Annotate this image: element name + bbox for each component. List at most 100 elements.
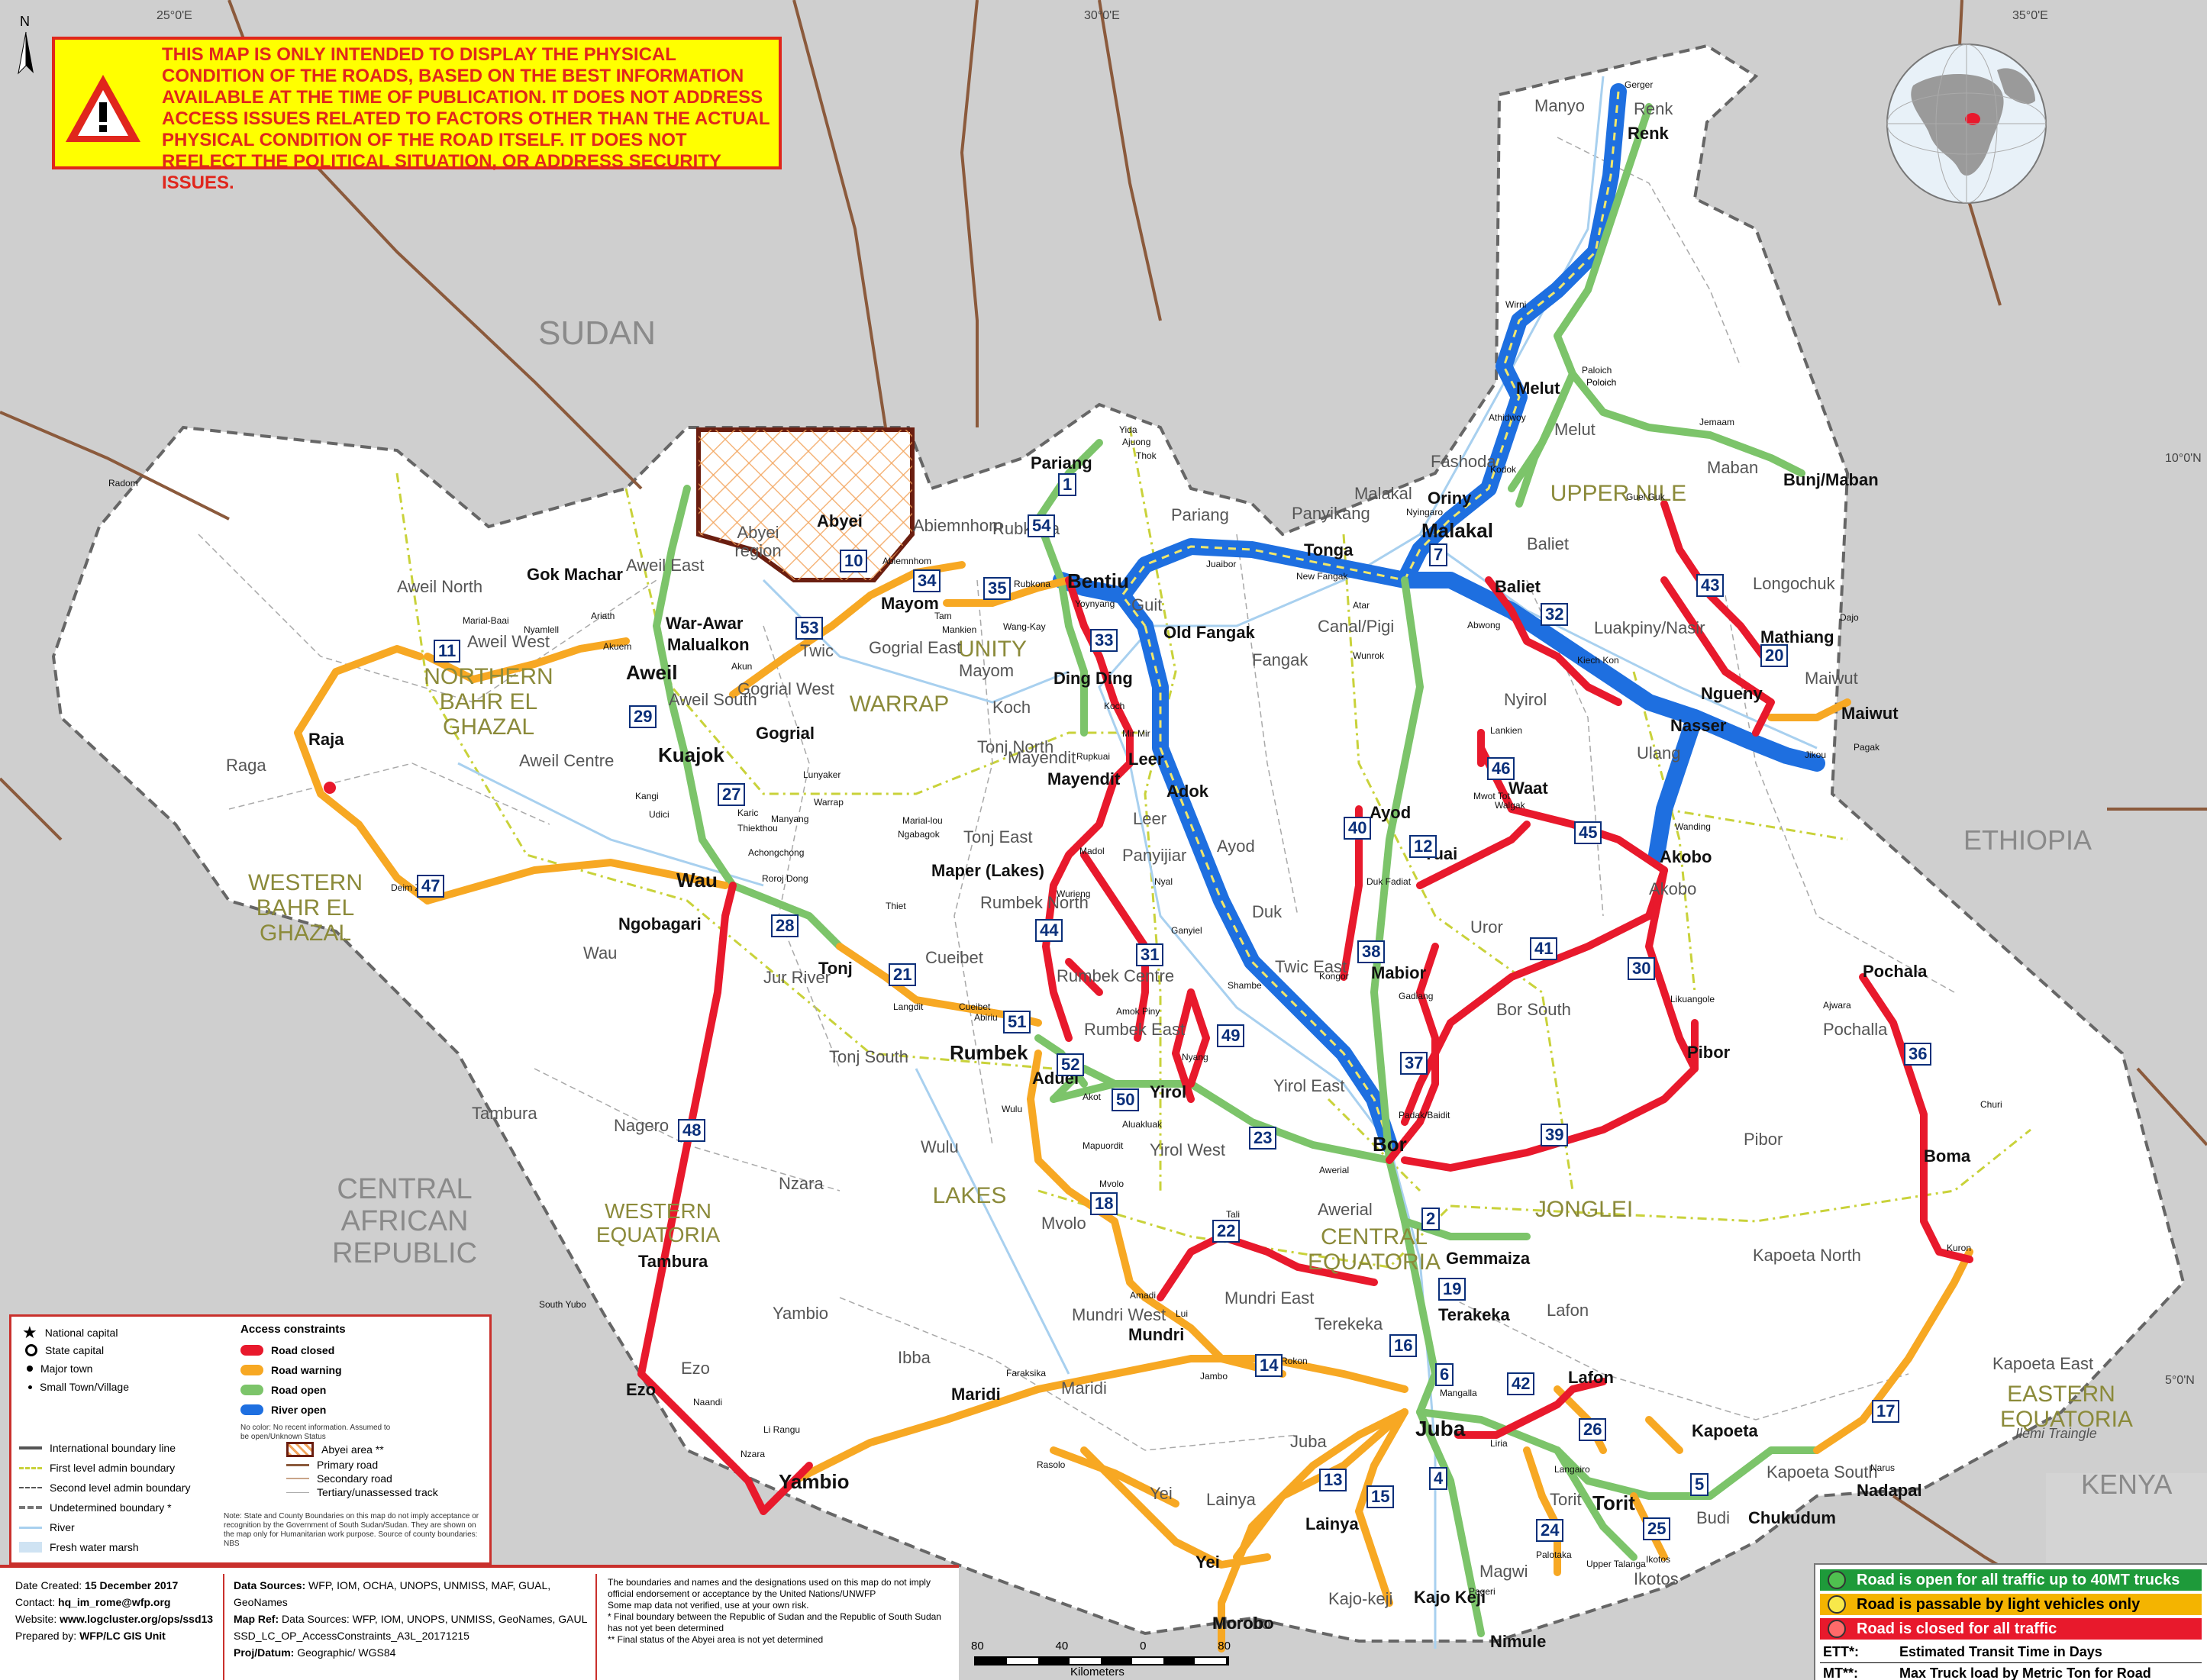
town-label: Pageri (1469, 1586, 1496, 1597)
town-label: Li Rangu (763, 1424, 801, 1435)
ilemi-label: Ilemi Traingle (2015, 1426, 2097, 1441)
town-label: Nyal (1154, 876, 1173, 887)
town-label: Achongchong (748, 847, 805, 858)
town-label: New Fangak (1296, 571, 1348, 582)
town-label: Nadapal (1857, 1481, 1922, 1500)
county-label: Yambio (773, 1304, 828, 1323)
town-label: Gok Machar (527, 565, 623, 584)
disclaimer-warning-box: THIS MAP IS ONLY INTENDED TO DISPLAY THE… (52, 37, 782, 193)
county-label: Kapoeta North (1753, 1246, 1861, 1265)
road-id-badge: 35 (983, 577, 1012, 600)
road-id-badge: 15 (1366, 1485, 1395, 1508)
town-label: Langdit (893, 1001, 924, 1012)
town-label: Mabior (1371, 963, 1427, 982)
county-label: Mundri West (1072, 1305, 1166, 1324)
roads-closed (637, 500, 1973, 1515)
town-label: Ezo (626, 1380, 657, 1399)
town-label: Tambura (638, 1252, 708, 1271)
state-label: CENTRAL EQUATORIA (1308, 1224, 1441, 1275)
county-label: Abiemnhom (913, 516, 1003, 535)
town-label: Ding Ding (1053, 669, 1133, 688)
town-label: War-Awar (666, 614, 744, 633)
town-label: Pibor (1687, 1043, 1731, 1062)
town-label: Abiemnhom (882, 556, 932, 566)
county-label: Canal/Pigi (1318, 617, 1395, 636)
town-label: Naandi (693, 1397, 723, 1408)
town-label: Wurieng (1057, 888, 1091, 899)
town-label: Wau (676, 869, 718, 892)
road-id-badge: 41 (1530, 937, 1558, 960)
county-label: Tambura (472, 1104, 537, 1123)
road-id-badge: 39 (1541, 1124, 1569, 1146)
county-label: Pibor (1744, 1130, 1783, 1149)
county-label: Aweil North (397, 577, 483, 596)
county-label: Ayod (1217, 837, 1255, 856)
road-id-badge: 18 (1090, 1192, 1118, 1215)
county-label: Nzara (779, 1174, 824, 1193)
town-label: Tonj (818, 959, 853, 978)
county-label: Tonj East (963, 827, 1033, 846)
key-green: Road is open for all traffic up to 40MT … (1820, 1569, 2202, 1591)
state-label: WARRAP (849, 692, 950, 717)
county-label: Ibba (898, 1348, 931, 1367)
town-label: Leer (1128, 750, 1164, 769)
legend-first-admin-boundary: First level admin boundary (19, 1462, 175, 1474)
town-label: Lankien (1490, 725, 1523, 736)
town-label: Lafon (1568, 1368, 1614, 1387)
road-id-badge: 11 (434, 640, 461, 663)
town-label: Mankien (942, 624, 977, 635)
town-label: Jemaam (1699, 417, 1735, 427)
road-id-badge: 48 (678, 1119, 706, 1142)
county-label: Morobo (1214, 1614, 1271, 1633)
town-label: Pochala (1863, 962, 1928, 981)
town-label: Mir Mir (1122, 728, 1150, 739)
road-id-badge: 44 (1035, 919, 1063, 942)
county-label: Ikotos (1634, 1569, 1679, 1588)
county-label: Nyirol (1504, 690, 1547, 709)
state-label: NORTHERN BAHR EL GHAZAL (424, 664, 553, 740)
road-id-badge: 33 (1090, 629, 1118, 652)
town-label: Nyang (1182, 1052, 1208, 1062)
road-id-badge: 27 (718, 783, 746, 806)
town-label: Thok (1136, 450, 1157, 461)
town-label: Marial-Baai (463, 615, 509, 626)
town-label: Ayod (1370, 803, 1412, 822)
locator-globe (1886, 44, 2047, 204)
town-label: Nyingaro (1406, 507, 1444, 518)
town-label: Gogrial (756, 724, 815, 743)
state-label: UNITY (958, 637, 1027, 662)
town-label: Juba (1415, 1417, 1466, 1440)
road-id-badge: 6 (1435, 1363, 1454, 1386)
county-label: Aweil South (669, 690, 757, 709)
county-label: Leer (1133, 809, 1167, 828)
town-label: Raja (308, 730, 344, 749)
town-label: Torit (1592, 1491, 1635, 1514)
county-label: Mundri East (1224, 1288, 1315, 1308)
svg-text:N: N (20, 14, 30, 29)
road-id-badge: 53 (795, 617, 824, 640)
road-id-badge: 31 (1136, 943, 1164, 966)
road-id-badge: 19 (1438, 1278, 1466, 1301)
graticule-label: 35°0'E (2012, 9, 2048, 22)
town-label: Nzara (741, 1449, 766, 1459)
county-label: Nagero (614, 1116, 670, 1135)
roads-open (653, 103, 1821, 1637)
key-yellow: Road is passable by light vehicles only (1820, 1594, 2202, 1615)
road-id-badge: 46 (1487, 757, 1515, 780)
legend-road-closed: Road closed (240, 1344, 334, 1356)
country-label: ETHIOPIA (1963, 824, 2092, 856)
town-label: Ngabagok (898, 829, 940, 840)
town-label: Udici (649, 809, 670, 820)
town-label: Abwong (1467, 620, 1501, 630)
county-label: Tonj South (829, 1047, 908, 1066)
county-label: Bor South (1496, 1000, 1571, 1019)
road-id-badge: 4 (1429, 1467, 1448, 1490)
county-label: Guit (1131, 595, 1163, 614)
county-label: Aweil West (467, 632, 550, 651)
legend-road-warning: Road warning (240, 1364, 342, 1376)
county-label: Rumbek North (980, 893, 1089, 912)
town-label: Gemmaiza (1446, 1249, 1531, 1268)
town-label: Mayendit (1047, 769, 1121, 788)
county-label: Gogrial West (737, 679, 834, 698)
town-label: Mundri (1128, 1325, 1185, 1344)
